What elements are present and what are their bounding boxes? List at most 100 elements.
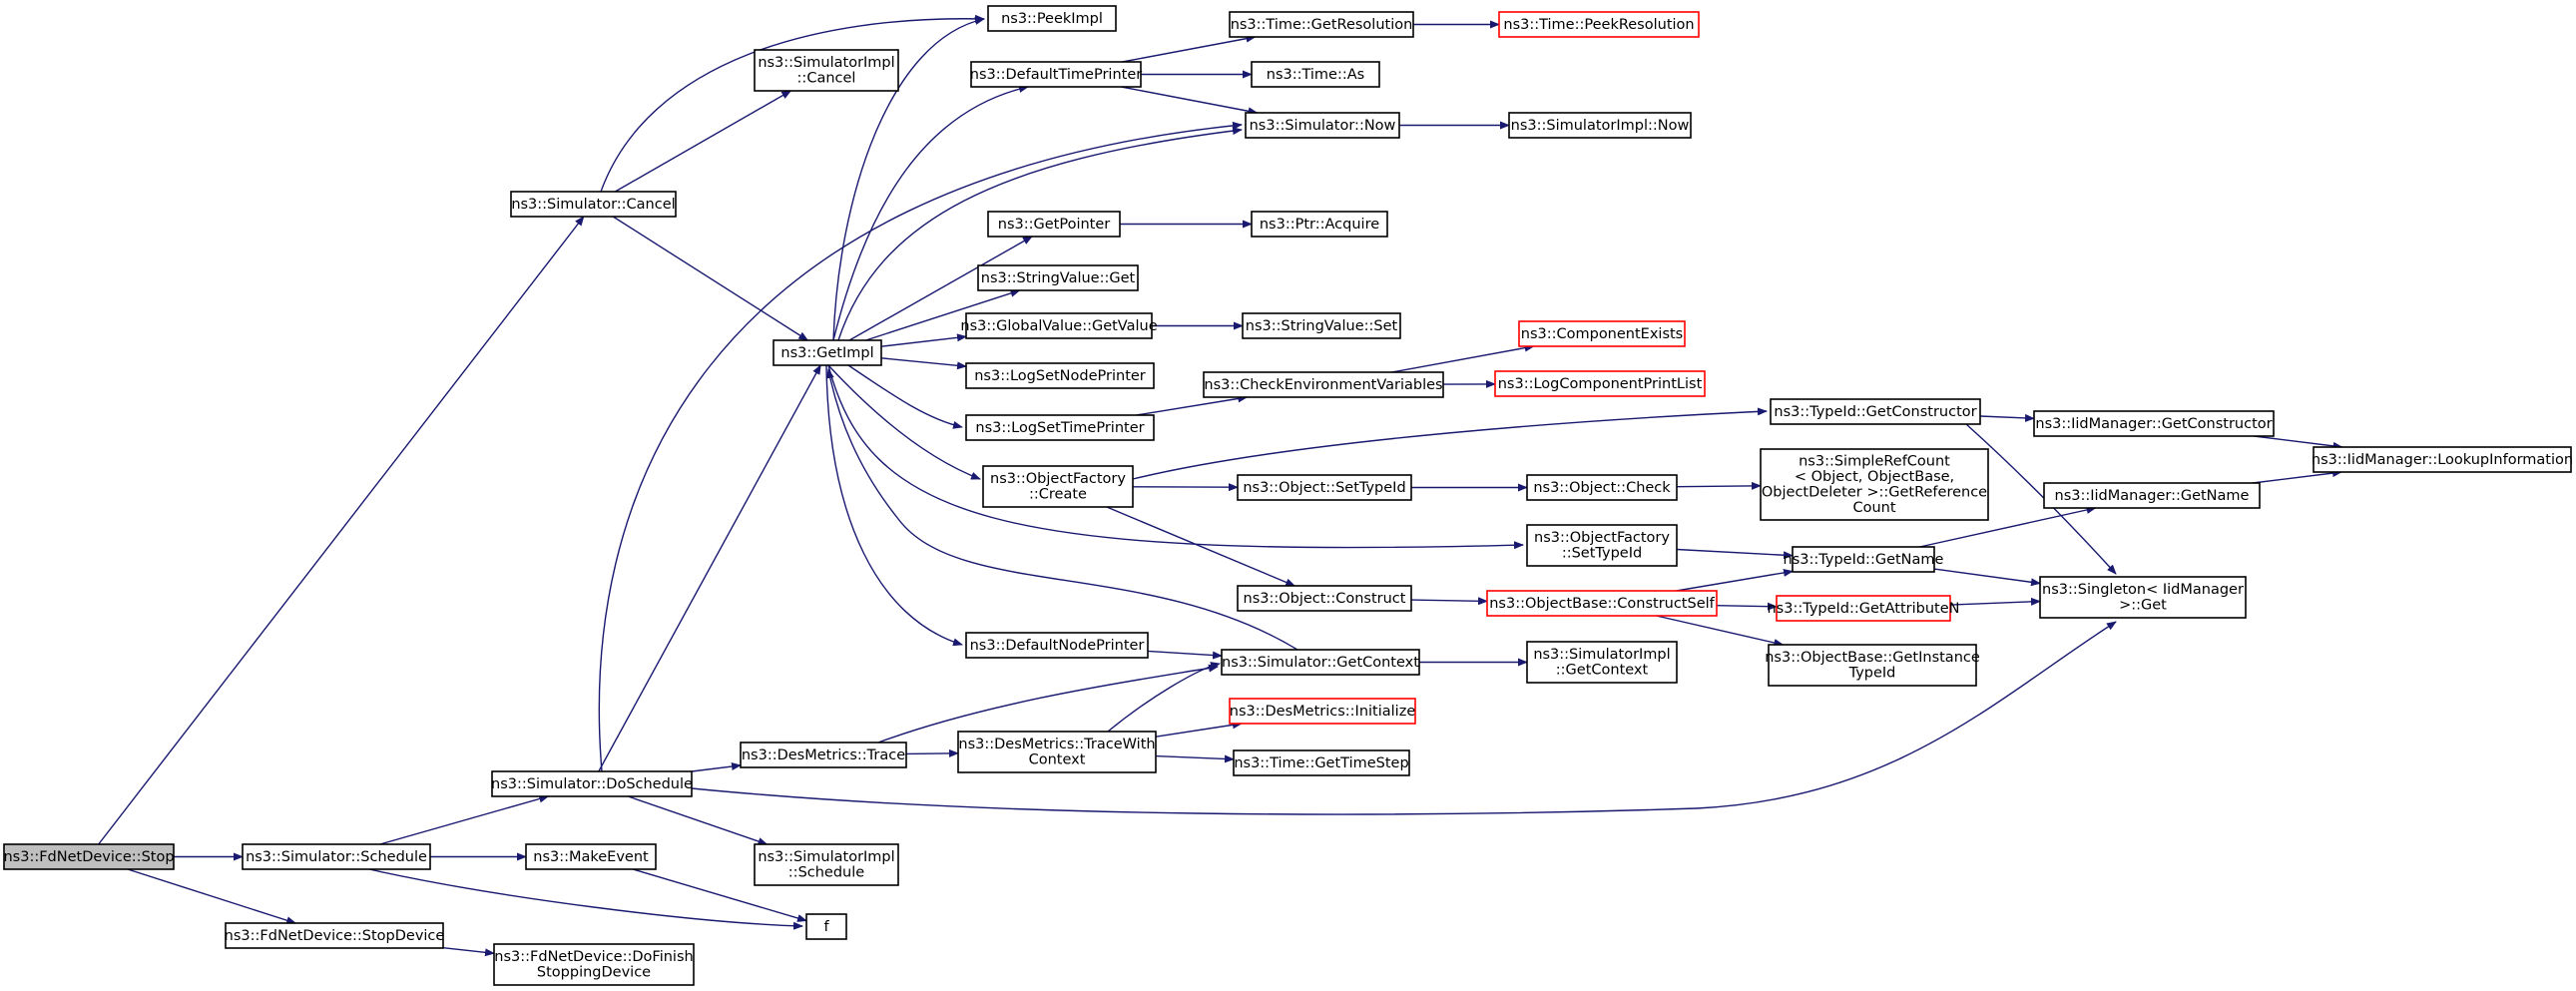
node-label: ns3::FdNetDevice::DoFinish [494, 949, 693, 965]
node-label: ns3::DefaultTimePrinter [970, 67, 1142, 83]
node-label: ns3::Simulator::Now [1250, 118, 1396, 134]
node-simplerefcount[interactable]: ns3::SimpleRefCount< Object, ObjectBase,… [1760, 448, 1989, 521]
node-simimplschedule[interactable]: ns3::SimulatorImpl::Schedule [754, 843, 899, 886]
node-label: ns3::ObjectFactory [1534, 530, 1670, 546]
node-label: ns3::DesMetrics::TraceWith [958, 737, 1155, 752]
edge-stop-to-cancel [98, 216, 585, 845]
node-timeas[interactable]: ns3::Time::As [1251, 61, 1380, 88]
node-logsettime[interactable]: ns3::LogSetTimePrinter [965, 414, 1155, 441]
node-getcontext[interactable]: ns3::Simulator::GetContext [1221, 649, 1420, 676]
node-stringvalueget[interactable]: ns3::StringValue::Get [977, 264, 1139, 291]
node-label: ns3::MakeEvent [533, 849, 649, 865]
node-label: Context [1029, 752, 1086, 768]
node-desinitialize[interactable]: ns3::DesMetrics::Initialize [1229, 698, 1416, 725]
node-globalvalueget[interactable]: ns3::GlobalValue::GetValue [960, 312, 1158, 339]
node-ptracquire[interactable]: ns3::Ptr::Acquire [1251, 211, 1388, 238]
edge-getimpl-to-logsettime [847, 364, 963, 429]
node-objcheck[interactable]: ns3::Object::Check [1526, 474, 1678, 501]
node-stopdevice[interactable]: ns3::FdNetDevice::StopDevice [225, 922, 445, 949]
node-peekimpl[interactable]: ns3::PeekImpl [987, 5, 1117, 32]
node-desmetricstrace[interactable]: ns3::DesMetrics::Trace [740, 742, 907, 768]
node-label: f [823, 919, 829, 935]
node-label: ns3::StringValue::Get [981, 270, 1136, 286]
edge-stopdevice-to-dofinish [442, 947, 495, 957]
node-gettimestep[interactable]: ns3::Time::GetTimeStep [1233, 749, 1410, 776]
node-objsettypeid[interactable]: ns3::Object::SetTypeId [1237, 474, 1412, 501]
edge-line [442, 947, 495, 957]
edge-line [600, 14, 985, 193]
node-constructself[interactable]: ns3::ObjectBase::ConstructSelf [1486, 590, 1718, 617]
node-simimplgetcontext[interactable]: ns3::SimulatorImpl::GetContext [1526, 641, 1678, 684]
node-logcomponentprintlist[interactable]: ns3::LogComponentPrintList [1494, 370, 1706, 397]
node-lookupinformation[interactable]: ns3::IidManager::LookupInformation [2312, 446, 2573, 473]
edge-typeidgetname-to-singletonget [1933, 568, 2041, 587]
node-stringvalueset[interactable]: ns3::StringValue::Set [1242, 312, 1401, 339]
node-componentexists[interactable]: ns3::ComponentExists [1518, 320, 1686, 347]
node-defaulttimeprinter[interactable]: ns3::DefaultTimePrinter [970, 61, 1142, 88]
node-getresolution[interactable]: ns3::Time::GetResolution [1229, 11, 1414, 38]
node-logsetnode[interactable]: ns3::LogSetNodePrinter [965, 362, 1155, 389]
edge-line [368, 868, 803, 930]
node-ofcreate[interactable]: ns3::ObjectFactory::Create [982, 465, 1134, 508]
edge-getimpl-to-defaulttimeprinter [832, 85, 1029, 341]
node-getpointer[interactable]: ns3::GetPointer [987, 211, 1121, 238]
node-simnow[interactable]: ns3::Simulator::Now [1245, 112, 1400, 139]
node-box [1770, 398, 1981, 425]
edge-line [1676, 548, 1794, 560]
node-typeidgetconstructor[interactable]: ns3::TypeId::GetConstructor [1770, 398, 1981, 425]
edge-line [1136, 394, 1249, 416]
node-label: ns3::Time::As [1267, 67, 1364, 83]
node-stop[interactable]: ns3::FdNetDevice::Stop [3, 843, 175, 870]
node-objconstruct[interactable]: ns3::Object::Construct [1237, 585, 1412, 612]
edge-line [614, 90, 792, 193]
edge-tracewithcontext-to-desinitialize [1155, 721, 1243, 738]
edge-line [691, 621, 2117, 815]
node-box [2039, 576, 2247, 619]
edge-line [865, 288, 1021, 341]
node-singletonget[interactable]: ns3::Singleton< IidManager >::Get [2039, 576, 2247, 619]
node-label: ns3::Object::Check [1533, 480, 1671, 496]
edge-desmetricstrace-to-getcontext [877, 664, 1219, 743]
node-typeidgetname[interactable]: ns3::TypeId::GetName [1784, 546, 1944, 573]
node-box [982, 465, 1134, 508]
node-box [1508, 112, 1692, 139]
node-iidgetname[interactable]: ns3::IidManager::GetName [2043, 482, 2261, 509]
node-label: ::Cancel [797, 71, 856, 87]
node-schedule[interactable]: ns3::Simulator::Schedule [242, 843, 431, 870]
node-ofsettypeid[interactable]: ns3::ObjectFactory::SetTypeId [1526, 524, 1678, 567]
node-getimpl[interactable]: ns3::GetImpl [773, 339, 882, 366]
node-checkenv[interactable]: ns3::CheckEnvironmentVariables [1203, 371, 1444, 398]
node-simimplcancel[interactable]: ns3::SimulatorImpl::Cancel [754, 49, 899, 92]
node-makeevent[interactable]: ns3::MakeEvent [525, 843, 657, 870]
node-box [754, 843, 899, 886]
edge-cancel-to-peekimpl [600, 14, 985, 193]
edge-getimpl-to-logsetnode [880, 357, 967, 370]
edge-line [1933, 568, 2041, 587]
node-box [1768, 644, 1977, 687]
edge-line [825, 368, 1298, 651]
edge-line [1106, 506, 1296, 587]
node-label: Count [1852, 500, 1895, 516]
node-f[interactable]: f [805, 913, 847, 940]
node-box [1203, 371, 1444, 398]
edge-getimpl-to-ofsettypeid [827, 364, 1524, 550]
node-defaultnodeprinter[interactable]: ns3::DefaultNodePrinter [965, 632, 1149, 659]
edge-typeidgetconstructor-to-iidgetconstructor [1979, 413, 2035, 422]
node-doschedule[interactable]: ns3::Simulator::DoSchedule [491, 770, 693, 797]
node-label: ::Create [1029, 487, 1087, 503]
node-simimplnow[interactable]: ns3::SimulatorImpl::Now [1508, 112, 1692, 139]
node-box [1518, 320, 1686, 347]
node-label: ns3::Simulator::DoSchedule [491, 776, 693, 792]
node-label: ns3::DefaultNodePrinter [970, 638, 1145, 654]
node-peekresolution[interactable]: ns3::Time::PeekResolution [1498, 11, 1700, 38]
node-box [970, 61, 1142, 88]
edge-line [832, 17, 985, 341]
node-cancel[interactable]: ns3::Simulator::Cancel [510, 191, 677, 218]
edge-typeidgetname-to-iidgetname [1919, 506, 2097, 548]
node-getattributen[interactable]: ns3::TypeId::GetAttributeN [1767, 595, 1960, 622]
node-label: ns3::TypeId::GetConstructor [1774, 404, 1976, 420]
node-iidgetconstructor[interactable]: ns3::IidManager::GetConstructor [2033, 410, 2275, 437]
